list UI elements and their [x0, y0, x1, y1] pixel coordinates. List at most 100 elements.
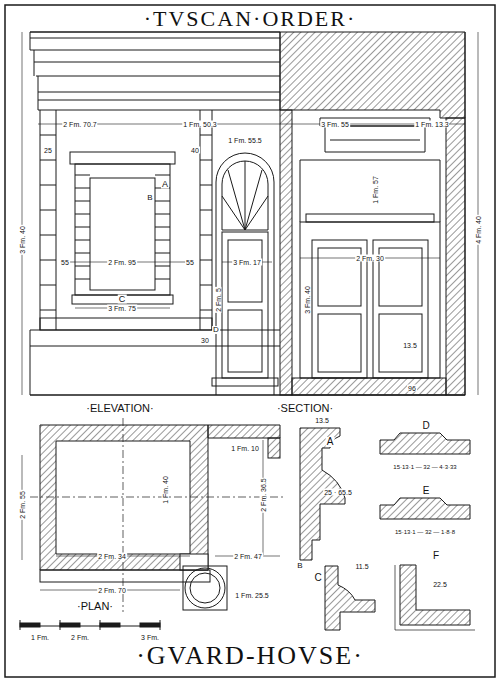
section-walls: [292, 378, 446, 395]
dimension-label: 30: [200, 337, 210, 344]
plan-walls: [268, 438, 280, 458]
section-roof-cut: [280, 32, 465, 152]
dimension-label: 11.5: [354, 563, 369, 570]
arched-door: [212, 153, 278, 395]
part-label: ·SECTION·: [276, 403, 334, 414]
dimension-label: 2 Fm. 55: [19, 490, 26, 520]
entablature: [30, 50, 280, 51]
arched-door: [212, 378, 278, 386]
profile-d: [380, 433, 470, 454]
window-surround: [75, 164, 170, 295]
window-surround: [90, 178, 155, 290]
scale-bar: [20, 620, 160, 630]
dimension-label: 13.5: [402, 342, 418, 349]
elevation-quoins: [200, 135, 212, 310]
part-label: A: [161, 180, 169, 189]
dimension-lines: [22, 32, 478, 395]
plan-walls: [183, 566, 227, 610]
window-surround: [70, 152, 175, 304]
entablature: [30, 32, 31, 50]
profile-f: [400, 565, 470, 625]
profile-c: [325, 566, 375, 630]
part-label: B: [296, 562, 303, 570]
dimension-label: 55: [185, 259, 195, 266]
elevation-base: [30, 330, 31, 395]
entablature: [30, 31, 280, 33]
dimension-label: 2 Fm. 70: [97, 587, 127, 594]
dimension-label: 3 Fm.: [140, 634, 160, 641]
part-label: D: [421, 421, 430, 431]
sheet-border: [5, 5, 495, 677]
entablature: [30, 32, 280, 110]
dimension-label: 3 Fm. 40: [304, 285, 311, 315]
dimension-lines: [22, 440, 280, 590]
plan-walls: [30, 418, 285, 612]
window-surround: [75, 175, 170, 279]
arched-door: [222, 161, 268, 230]
entablature: [38, 92, 280, 93]
dimension-label: 1 Fm. 25.5: [234, 592, 269, 599]
drawing: [5, 5, 495, 677]
dimension-label: 4 Fm. 40: [475, 215, 482, 245]
dimension-label: 2 Fm. 34: [97, 553, 127, 560]
elevation-base: [30, 318, 465, 395]
part-label: ·PLAN·: [76, 601, 114, 612]
window-surround: [72, 295, 173, 304]
part-label: B: [146, 194, 153, 202]
dimension-label: 3 Fm. 40: [19, 225, 26, 255]
section-door: [318, 314, 361, 372]
plan-walls: [40, 425, 208, 570]
dimension-label: 3 Fm. 75: [107, 305, 137, 312]
dimension-label: 1 Fm. 10: [230, 445, 260, 452]
scale-bar: [100, 623, 120, 627]
section-roof-cut: [325, 126, 425, 152]
section-door: [300, 160, 440, 222]
dimension-label: 22.5: [432, 581, 448, 588]
elevation-base: [40, 318, 212, 330]
section-walls: [465, 32, 466, 395]
plan-walls: [185, 568, 225, 608]
part-label: C: [118, 295, 127, 304]
profile-f: [395, 565, 475, 630]
section-walls: [280, 32, 465, 395]
profile-f: [395, 565, 475, 630]
window-surround: [70, 152, 175, 164]
scale-bar: [60, 623, 80, 627]
dimension-label: 13.5: [314, 417, 330, 424]
dimension-label: 2 Fm. 70.7: [62, 121, 97, 128]
dimension-label: 2 Fm. 30: [355, 255, 385, 262]
elevation-quoins: [40, 135, 56, 310]
entablature: [30, 38, 280, 39]
elevation-base: [30, 330, 280, 331]
elevation-quoins: [40, 110, 212, 330]
dimension-label: 2 Fm. 95: [107, 259, 137, 266]
part-label: F: [432, 551, 440, 561]
plan-walls: [30, 418, 285, 612]
section-roof-cut: [330, 140, 420, 141]
section-roof-cut: [280, 32, 465, 118]
part-label: E: [422, 486, 431, 496]
dimension-label: 2 Fm. 47: [233, 553, 263, 560]
arched-door: [222, 161, 268, 230]
scale-bar: [140, 623, 160, 627]
dimension-label: 55: [60, 259, 70, 266]
dimension-label: 25: [43, 147, 53, 154]
section-walls: [446, 118, 465, 395]
dimension-label: 25 · 65.5: [323, 489, 353, 496]
part-label: A: [326, 437, 335, 447]
sheet-caption: ·GVARD-HOVSE·: [133, 643, 367, 669]
part-label: C: [313, 573, 322, 583]
sheet-title: ·TVSCAN·ORDER·: [141, 8, 360, 30]
dimension-label: 3 Fm. 17: [232, 259, 262, 266]
arched-door: [222, 232, 268, 378]
profile-d: [380, 433, 470, 454]
entablature: [38, 76, 39, 110]
scale-bar: [20, 620, 160, 630]
plan-walls: [40, 570, 210, 582]
dimension-label: 2 Fm. 36.5: [260, 477, 267, 512]
section-walls: [280, 110, 292, 395]
section-door: [300, 160, 440, 378]
dimension-label: 3 Fm. 55: [320, 121, 350, 128]
